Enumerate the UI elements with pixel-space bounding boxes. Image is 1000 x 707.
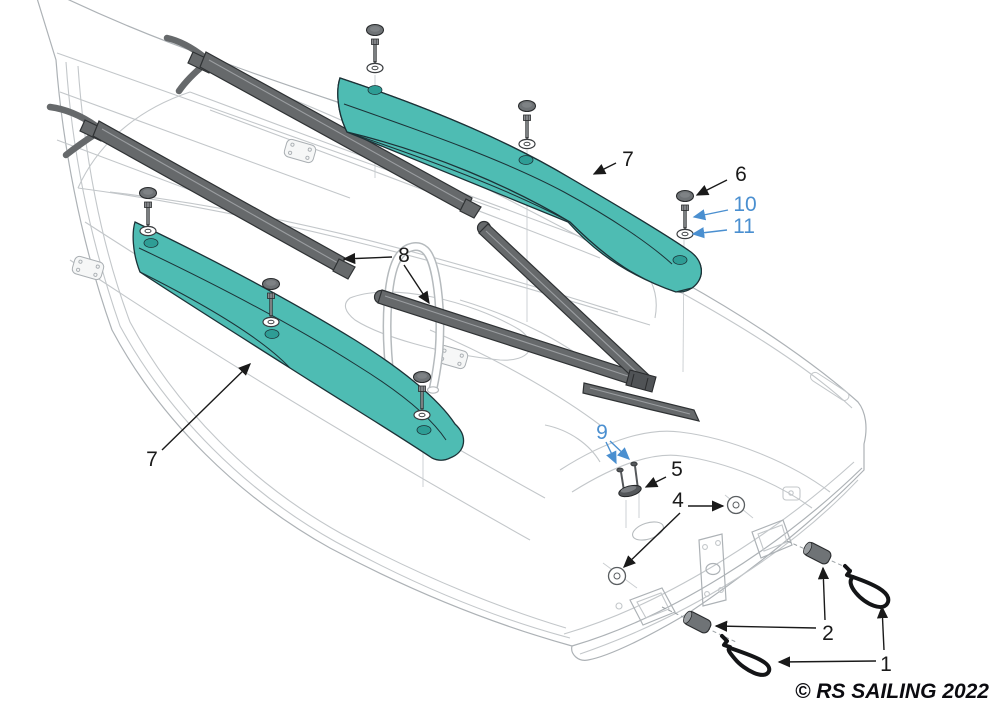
toe-strap-buckle-and-tail bbox=[582, 369, 701, 422]
washer-part4-starboard bbox=[726, 495, 746, 515]
transom-gudgeon-plate bbox=[698, 533, 727, 607]
callout-11: 11 bbox=[733, 215, 755, 238]
callout-1: 1 bbox=[880, 653, 892, 676]
rubber-block-starboard bbox=[803, 541, 832, 565]
callout-7-starboard: 7 bbox=[622, 148, 634, 171]
fastener-starboard-seat-mid bbox=[517, 99, 537, 150]
side-seat-starboard bbox=[337, 77, 702, 293]
fastener-cap6-screw10-washer11 bbox=[675, 189, 695, 240]
cleat-part5 bbox=[618, 484, 642, 498]
callout-7-port: 7 bbox=[146, 448, 158, 471]
aft-deck-slot-port bbox=[629, 587, 676, 626]
rubber-block-port bbox=[683, 610, 712, 634]
callout-2: 2 bbox=[822, 622, 834, 645]
deck-plate bbox=[70, 254, 106, 282]
callout-6: 6 bbox=[735, 163, 747, 186]
washer-part4-port bbox=[607, 566, 627, 586]
fastener-starboard-seat-fwd bbox=[365, 23, 385, 74]
side-seat-port bbox=[132, 221, 465, 461]
callout-5: 5 bbox=[671, 458, 683, 481]
hull-outline bbox=[36, 0, 867, 661]
callout-8: 8 bbox=[398, 244, 410, 267]
deck-plate bbox=[282, 137, 318, 165]
wire-loop-starboard bbox=[843, 564, 891, 609]
callouts: 7 6 10 11 8 7 9 5 4 2 1 bbox=[146, 148, 892, 676]
toe-strap-forward-port bbox=[46, 103, 356, 280]
toe-strap-forward-starboard bbox=[163, 34, 482, 219]
copyright-text: © RS SAILING 2022 bbox=[795, 680, 989, 703]
callout-9: 9 bbox=[596, 421, 608, 444]
wire-loop-port bbox=[720, 634, 772, 677]
callout-10: 10 bbox=[733, 193, 756, 216]
aft-deck-slot-starboard bbox=[751, 519, 793, 559]
callout-4: 4 bbox=[672, 489, 684, 512]
fastener-port-seat-fwd bbox=[138, 186, 158, 237]
